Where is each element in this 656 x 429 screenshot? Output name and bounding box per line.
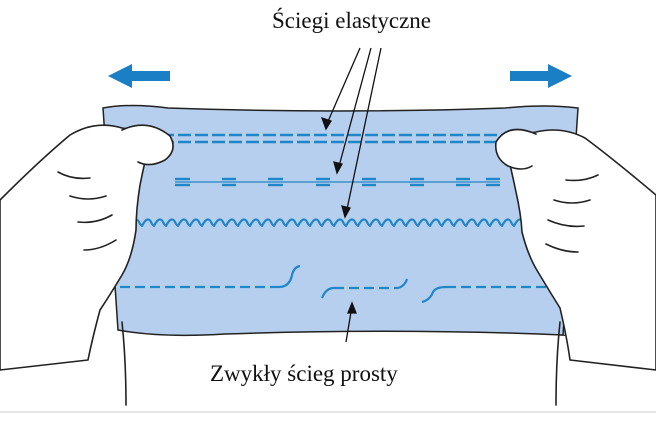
arrow-right-icon (510, 64, 572, 88)
left-hand (0, 124, 174, 406)
stitch-row-straight (120, 264, 558, 304)
arrow-left-icon (108, 64, 170, 88)
label-elastic-stitches: Ściegi elastyczne (272, 8, 432, 33)
stitch-row-zigzag (117, 218, 551, 228)
leader-lines (320, 47, 382, 343)
stitch-row-dash-dot (175, 177, 500, 187)
right-hand (494, 128, 656, 406)
label-straight-stitch: Zwykły ścieg prosty (210, 361, 398, 386)
stitch-row-double-dashed (110, 133, 565, 144)
